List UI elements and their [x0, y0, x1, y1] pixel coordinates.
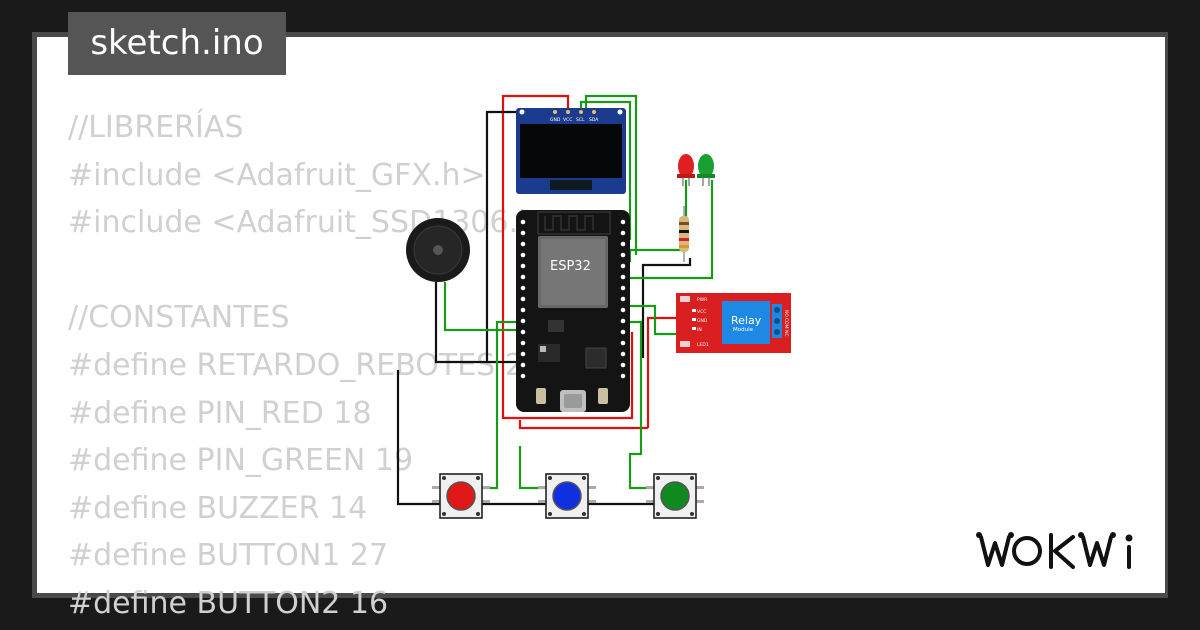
- wire-black-buzzer: [434, 282, 487, 364]
- wire-green-relay-in: [630, 304, 690, 336]
- resistor[interactable]: [679, 206, 689, 262]
- relay-pin-led1: LED1: [697, 342, 709, 348]
- code-line: //LIBRERÍAS: [68, 110, 244, 145]
- code-line: #define BUZZER 14: [68, 490, 368, 526]
- code-line: #define RETARDO_REBOTES 2: [68, 347, 524, 383]
- led-green[interactable]: [697, 154, 715, 186]
- mcu-label: ESP32: [550, 259, 591, 274]
- wire-green-oled-scl: [579, 100, 632, 240]
- relay-pin-in: IN: [697, 327, 702, 333]
- code-line: #define PIN_GREEN 19: [68, 443, 414, 479]
- file-tab[interactable]: sketch.ino: [68, 12, 286, 75]
- relay-label-no: NO: [783, 310, 789, 317]
- wire-black-buttons: [396, 370, 654, 506]
- relay-pin-pwr: PWR: [697, 297, 707, 303]
- wire-green-btn-blue: [518, 446, 546, 490]
- buzzer[interactable]: [406, 218, 470, 282]
- oled-pin-gnd: GND: [550, 117, 561, 123]
- wire-green-led-green: [630, 180, 714, 280]
- wire-green-oled-sda: [584, 94, 638, 255]
- code-line: #include <Adafruit_GFX.h>: [68, 157, 486, 193]
- code-preview: //LIBRERÍAS #include <Adafruit_GFX.h> #i…: [68, 104, 562, 628]
- pushbutton-green[interactable]: [646, 473, 704, 519]
- relay-label-com: COM: [783, 318, 789, 329]
- wire-green-buzzer: [443, 282, 520, 332]
- esp32-board[interactable]: ESP32: [516, 210, 630, 412]
- oled-pin-vcc: VCC: [563, 117, 572, 123]
- relay-subtitle: Module: [733, 327, 754, 333]
- relay-module[interactable]: PWR VCC GND IN LED1 Relay Module NO COM …: [676, 293, 791, 353]
- relay-pin-vcc: VCC: [697, 309, 706, 315]
- oled-pin-sda: SDA: [589, 117, 599, 123]
- code-line: #define PIN_RED 18: [68, 395, 372, 431]
- wokwi-logo: [976, 532, 1133, 569]
- code-line: //CONSTANTES: [68, 300, 290, 336]
- wire-green-led-red: [628, 180, 688, 262]
- led-red[interactable]: [677, 154, 695, 186]
- relay-label-nc: NC: [783, 330, 789, 337]
- code-line: #define BUTTON2 16: [68, 585, 389, 621]
- pushbutton-blue[interactable]: [538, 473, 596, 519]
- relay-pin-gnd: GND: [697, 318, 708, 324]
- relay-title: Relay: [731, 314, 762, 327]
- pushbutton-red[interactable]: [432, 473, 490, 519]
- oled-display[interactable]: GND VCC SCL SDA: [516, 108, 626, 194]
- wire-green-btn-green: [628, 320, 654, 490]
- wire-black-relay: [641, 258, 692, 358]
- wires: [396, 94, 714, 506]
- oled-pin-scl: SCL: [576, 117, 585, 123]
- wire-red-oled-vcc: [501, 94, 634, 420]
- code-line: #define BUTTON1 27: [68, 538, 389, 574]
